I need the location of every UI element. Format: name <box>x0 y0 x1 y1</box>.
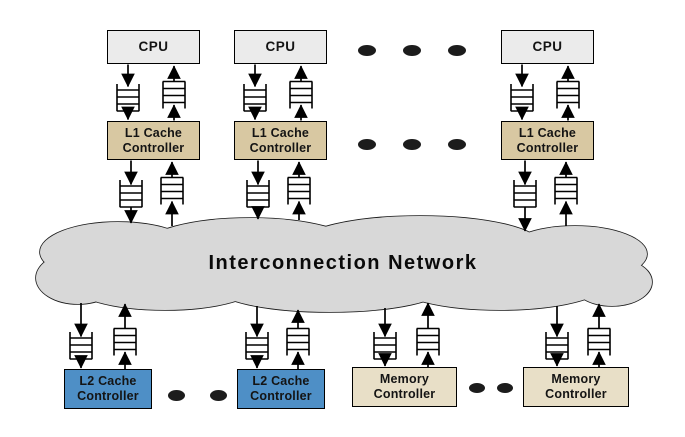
cpu-label: CPU <box>138 39 169 55</box>
l1-network-channels-column-2 <box>251 160 306 220</box>
continuation-dot <box>210 390 227 401</box>
cpu-label: CPU <box>265 39 296 55</box>
l1-label-line2: Controller <box>516 140 579 155</box>
fifo-queue-icon <box>415 327 441 357</box>
l1-label-line1: L1 Cache <box>251 125 310 140</box>
memory-label-line1: Memory <box>551 372 601 387</box>
fifo-queue-icon <box>161 80 187 110</box>
l1-label-line2: Controller <box>249 140 312 155</box>
continuation-dot <box>497 383 513 393</box>
cpu-box: CPU <box>234 30 327 64</box>
l2-label-line2: Controller <box>250 389 312 403</box>
cpu-box: CPU <box>107 30 200 64</box>
fifo-queue-icon <box>285 327 311 357</box>
memory-label-line2: Controller <box>373 387 436 401</box>
l1-cache-controller-box: L1 Cache Controller <box>501 121 594 160</box>
fifo-queue-icon <box>555 80 581 110</box>
continuation-dot <box>403 45 421 56</box>
network-memory-channels-column-2 <box>550 303 606 367</box>
fifo-queue-icon <box>112 327 138 357</box>
network-l2-channels-column-2 <box>250 306 305 369</box>
fifo-queue-icon <box>286 176 312 206</box>
l1-label-line2: Controller <box>122 140 185 155</box>
l1-cache-controller-box: L1 Cache Controller <box>107 121 200 160</box>
fifo-queue-icon <box>159 176 185 206</box>
fifo-queue-icon <box>242 83 268 112</box>
network-memory-channels-column-1 <box>378 302 435 367</box>
l1-network-channels-column-3 <box>518 160 573 232</box>
cpu-l1-channels-column-1 <box>121 64 181 121</box>
l1-label-line1: L1 Cache <box>518 125 577 140</box>
l2-label-line1: L2 Cache <box>79 374 137 389</box>
cloud-fill <box>36 216 652 312</box>
l1-network-channels-column-1 <box>124 160 179 226</box>
l2-label-line2: Controller <box>77 389 139 403</box>
l1-cache-controller-box: L1 Cache Controller <box>234 121 327 160</box>
cpu-l1-channels-column-2 <box>248 64 308 121</box>
fifo-queue-icon <box>288 80 314 110</box>
memory-label-line1: Memory <box>379 372 430 387</box>
memory-controller-box: Memory Controller <box>352 367 457 407</box>
cpu-box: CPU <box>501 30 594 64</box>
fifo-queue-icon <box>509 83 535 112</box>
fifo-queue-icon <box>553 176 579 206</box>
l2-label-line1: L2 Cache <box>252 374 310 389</box>
continuation-dot <box>469 383 485 393</box>
continuation-dot <box>168 390 185 401</box>
continuation-dot <box>358 45 376 56</box>
l2-cache-controller-box: L2 Cache Controller <box>64 369 152 409</box>
network-l2-channels-column-1 <box>74 303 132 369</box>
fifo-queue-icon <box>115 83 141 112</box>
interconnection-network-cloud <box>35 215 653 313</box>
continuation-dot <box>448 139 466 150</box>
l2-cache-controller-box: L2 Cache Controller <box>237 369 325 409</box>
cpu-l1-channels-column-3 <box>515 64 575 121</box>
memory-controller-box: Memory Controller <box>523 367 629 407</box>
cpu-label: CPU <box>532 39 563 55</box>
interconnection-network-label: Interconnection Network <box>208 252 478 274</box>
continuation-dot <box>358 139 376 150</box>
l1-label-line1: L1 Cache <box>124 125 183 140</box>
fifo-queue-icon <box>586 327 612 357</box>
continuation-dot <box>403 139 421 150</box>
continuation-dot <box>448 45 466 56</box>
memory-label-line2: Controller <box>545 387 607 401</box>
